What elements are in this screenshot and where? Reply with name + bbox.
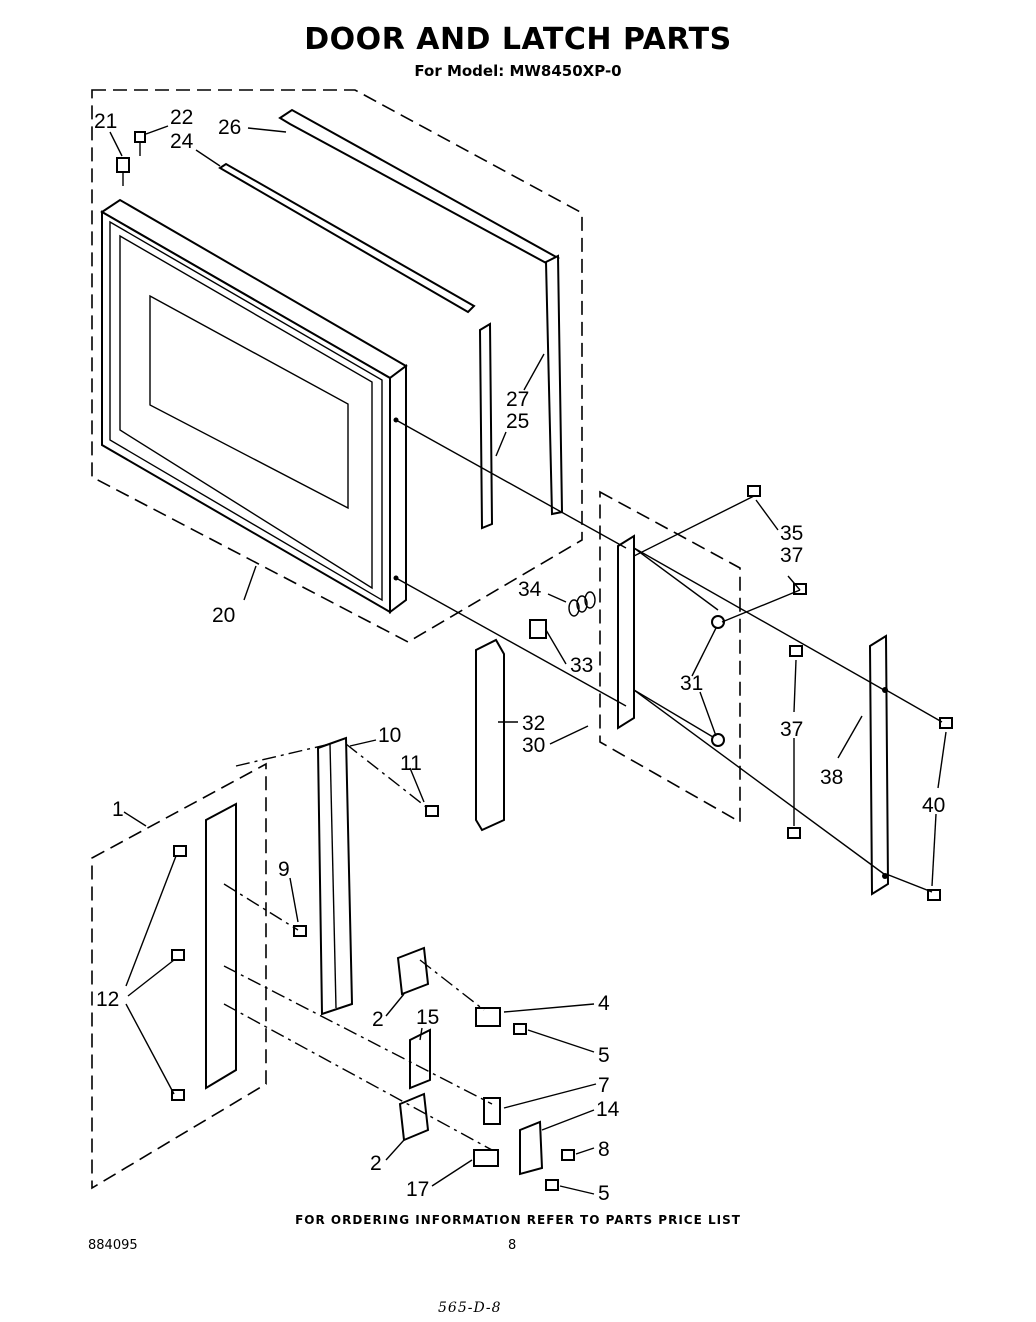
shield-part-15 <box>409 1028 431 1090</box>
callout-40: 40 <box>922 794 945 817</box>
callout-4: 4 <box>598 992 610 1015</box>
latch-plate-boundary <box>599 490 741 824</box>
screw-part-35 <box>747 485 761 497</box>
screw-part-37-mid <box>789 645 803 657</box>
callout-2-lower: 2 <box>370 1152 382 1175</box>
callout-35: 35 <box>780 522 803 545</box>
callout-2-upper: 2 <box>372 1008 384 1031</box>
callout-14: 14 <box>596 1098 620 1121</box>
spring-part-34 <box>568 591 596 617</box>
assembly-lines <box>223 419 943 1151</box>
switch-part-17 <box>473 1149 499 1167</box>
switch-part-7 <box>483 1097 501 1125</box>
door-frame-part-20 <box>100 198 408 614</box>
screw-part-40-lower <box>927 889 941 901</box>
leader-lines <box>109 125 947 1195</box>
callout-7: 7 <box>598 1074 610 1097</box>
callout-5-lower: 5 <box>598 1182 610 1205</box>
screw-part-22 <box>134 131 146 156</box>
callout-31: 31 <box>680 672 703 695</box>
callout-21: 21 <box>94 110 117 133</box>
door-assembly-group <box>91 89 583 643</box>
screw-part-11 <box>425 805 439 817</box>
screw-part-21 <box>116 157 130 186</box>
choke-strip-part-27 <box>544 254 564 516</box>
switch-actuator-part-4 <box>475 1007 501 1027</box>
seal-strip-part-25 <box>478 322 494 530</box>
callout-10: 10 <box>378 724 401 747</box>
callout-37-top: 37 <box>780 544 803 567</box>
ordering-note: FOR ORDERING INFORMATION REFER TO PARTS … <box>295 1213 741 1227</box>
mounting-bracket-part-1 <box>205 802 237 1090</box>
callout-38: 38 <box>820 766 843 789</box>
callout-33: 33 <box>570 654 593 677</box>
screw-part-5-upper <box>513 1023 527 1035</box>
mounting-bracket-boundary <box>91 762 267 1190</box>
callout-34: 34 <box>518 578 542 601</box>
handwritten-note: 565-D-8 <box>438 1300 502 1316</box>
bracket-part-14 <box>519 1120 544 1176</box>
callout-labels: 21 22 24 26 20 27 25 35 37 34 33 31 37 3… <box>94 106 945 1205</box>
interlock-switch-part-2-lower <box>398 1092 430 1142</box>
latch-plate-part-30 <box>617 534 635 730</box>
callout-30: 30 <box>522 734 545 757</box>
screw-part-12-lower <box>171 1089 185 1101</box>
document-number: 884095 <box>88 1238 138 1253</box>
screw-part-5-lower <box>545 1179 559 1191</box>
callout-24: 24 <box>170 130 194 153</box>
callout-20: 20 <box>212 604 235 627</box>
choke-strip-part-26 <box>278 108 560 266</box>
callout-9: 9 <box>278 858 290 881</box>
screw-part-40-upper <box>939 717 953 729</box>
callout-32: 32 <box>522 712 545 735</box>
callout-37-mid: 37 <box>780 718 803 741</box>
mounting-bracket-group <box>91 762 267 1190</box>
model-subtitle: For Model: MW8450XP-0 <box>414 62 622 80</box>
hinge-bracket-part-38 <box>868 634 890 896</box>
latch-plate-group <box>599 490 741 824</box>
screw-part-12-upper <box>173 845 187 857</box>
callout-5-upper: 5 <box>598 1044 610 1067</box>
latch-part-33 <box>529 619 547 639</box>
callout-11: 11 <box>400 752 422 775</box>
interlock-switch-part-2-upper <box>396 946 430 996</box>
screw-part-8 <box>561 1149 575 1161</box>
callout-27: 27 <box>506 388 529 411</box>
callout-8: 8 <box>598 1138 610 1161</box>
callout-26: 26 <box>218 116 241 139</box>
seal-strip-part-24 <box>218 162 476 314</box>
callout-17: 17 <box>406 1178 429 1201</box>
callout-22: 22 <box>170 106 193 129</box>
door-hinge-part-32 <box>475 638 505 832</box>
door-assembly-boundary <box>91 89 583 643</box>
callout-12: 12 <box>96 988 119 1011</box>
page-title: DOOR AND LATCH PARTS <box>304 22 732 57</box>
callout-25: 25 <box>506 410 529 433</box>
screw-part-12-mid <box>171 949 185 961</box>
callout-15: 15 <box>416 1006 439 1029</box>
page-number: 8 <box>508 1238 517 1253</box>
latch-channel-part-10 <box>316 736 354 1016</box>
callout-1: 1 <box>112 798 124 821</box>
screw-part-37-lower <box>787 827 801 839</box>
screw-part-9 <box>293 925 307 937</box>
